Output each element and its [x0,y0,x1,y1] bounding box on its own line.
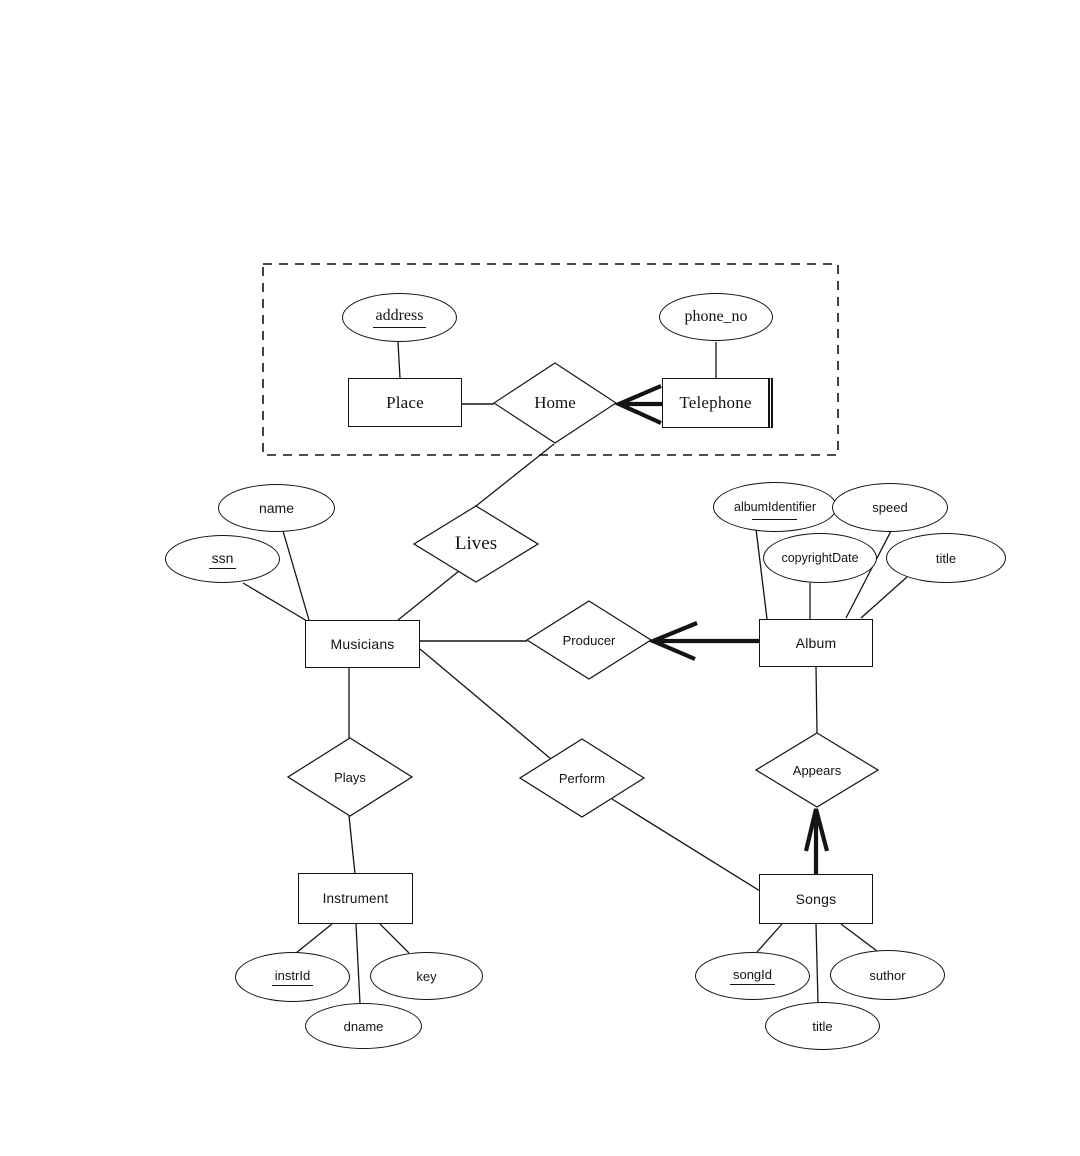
attribute-dname: dname [305,1003,422,1049]
attribute-name: name [218,484,335,532]
relationship-home: Home [493,362,617,444]
attribute-key-label: key [416,968,437,984]
edge-perform-songs [611,798,761,892]
edge-instrument-key [379,923,410,954]
attribute-instr-id: instrId [235,952,350,1002]
attribute-album-title: title [886,533,1006,583]
attribute-dname-label: dname [343,1018,384,1034]
entity-place-label: Place [386,392,424,412]
edge-telephone-home-arrow [613,384,662,425]
attribute-suthor-label: suthor [869,967,906,983]
attribute-speed: speed [832,483,948,532]
entity-telephone-label: Telephone [679,393,752,412]
relationship-producer: Producer [526,600,652,680]
attribute-song-title-label: title [812,1018,833,1034]
relationship-producer-label: Producer [562,632,616,648]
attribute-address: address [342,293,457,342]
relationship-home-label: Home [534,393,576,412]
appears-diamond-shape [755,732,879,808]
key-underline [751,519,797,520]
entity-album-label: Album [795,635,837,651]
edge-songs-songid [756,923,783,953]
entity-telephone: Telephone [662,378,773,428]
lives-diamond-shape [413,505,539,583]
edge-speed-album [845,530,892,619]
attribute-song-title: title [765,1002,880,1050]
entity-album: Album [759,619,873,667]
relationship-lives-label: Lives [454,533,498,554]
edge-plays-instrument [348,815,356,875]
attribute-song-id-label: songId [729,967,776,985]
relationship-plays-label: Plays [334,769,366,785]
relationship-plays: Plays [287,737,413,817]
attribute-album-identifier: albumIdentifier [713,482,837,532]
edge-lives-musicians [397,570,460,621]
plays-diamond-shape [287,737,413,817]
attribute-address-label: address [372,307,427,328]
edge-albumidentifier-album [755,528,768,620]
attribute-song-id: songId [695,952,810,1000]
attribute-album-identifier-label: albumIdentifier [734,500,816,514]
entity-songs-label: Songs [795,891,837,907]
relationship-appears: Appears [755,732,879,808]
attribute-instr-id-label: instrId [271,968,314,986]
edge-title-album [860,576,908,619]
edge-instrument-instrid [295,923,333,954]
producer-diamond-shape [526,600,652,680]
relationship-perform: Perform [519,738,645,818]
relationship-appears-label: Appears [792,762,842,778]
attribute-copyright-date-label: copyrightDate [781,551,859,565]
edge-songs-suthor [840,923,878,952]
attribute-phone-no: phone_no [659,293,773,341]
edge-address-place [397,341,401,379]
attribute-ssn-label: ssn [208,550,237,569]
edge-ssn-musicians [242,582,308,622]
edge-songs-appears-arrow [803,808,830,874]
edge-name-musicians [282,530,310,621]
entity-musicians: Musicians [305,620,420,668]
entity-musicians-label: Musicians [330,636,395,652]
edge-instrument-dname [355,923,361,1005]
attribute-ssn: ssn [165,535,280,583]
edge-songs-title [815,923,819,1004]
edge-musicians-perform [419,648,552,760]
edge-home-lives [475,443,555,507]
relationship-lives: Lives [413,505,539,583]
attribute-album-title-label: title [935,550,957,566]
entity-instrument-label: Instrument [322,891,389,906]
relationship-perform-label: Perform [558,770,606,786]
perform-diamond-shape [519,738,645,818]
attribute-key: key [370,952,483,1000]
edge-album-producer-arrow [647,621,759,661]
entity-place: Place [348,378,462,427]
attribute-speed-label: speed [872,500,908,515]
entity-instrument: Instrument [298,873,413,924]
edge-album-appears [815,666,818,734]
home-diamond-shape [493,362,617,444]
attribute-copyright-date: copyrightDate [763,533,877,583]
attribute-name-label: name [258,500,295,516]
attribute-phone-no-label: phone_no [684,308,748,325]
entity-songs: Songs [759,874,873,924]
attribute-suthor: suthor [830,950,945,1000]
